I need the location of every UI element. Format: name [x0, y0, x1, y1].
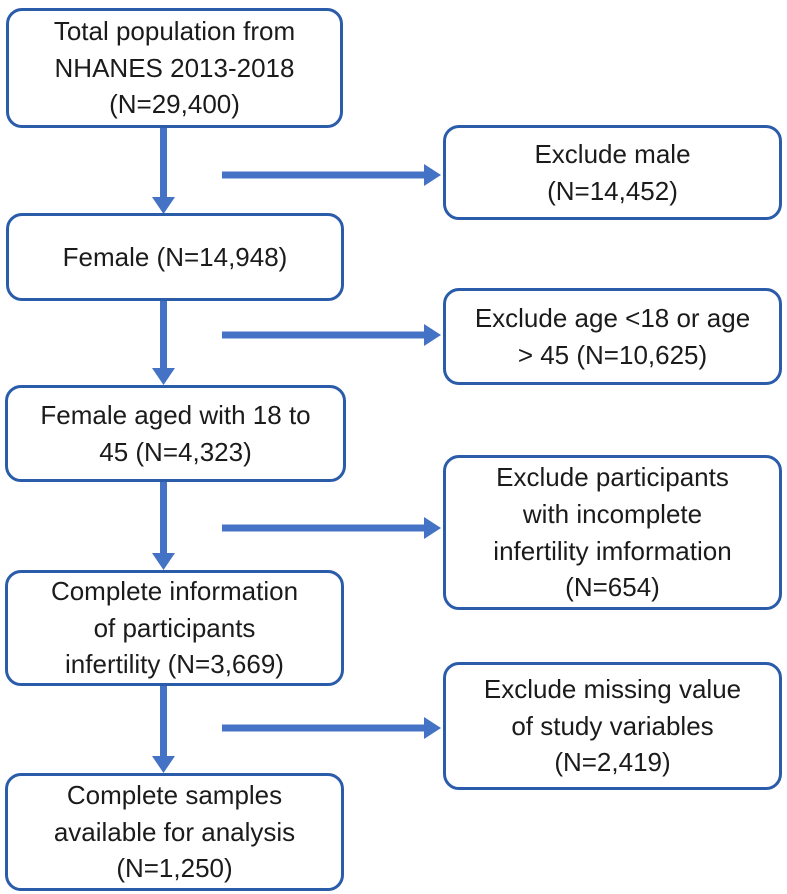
flow-box-complete-samples: Complete samples available for analysis … — [5, 773, 344, 891]
flow-box-exclude-male: Exclude male (N=14,452) — [443, 125, 782, 220]
arrow-down-1 — [152, 128, 175, 214]
arrow-down-4 — [152, 686, 175, 773]
arrow-right-4 — [222, 717, 441, 739]
flow-box-total-population: Total population from NHANES 2013-2018 (… — [6, 8, 343, 128]
flow-box-label: Total population from NHANES 2013-2018 (… — [53, 15, 296, 120]
arrow-right-3 — [222, 517, 441, 539]
flow-box-label: Exclude male (N=14,452) — [534, 138, 691, 206]
flow-box-exclude-age: Exclude age <18 or age > 45 (N=10,625) — [443, 288, 782, 385]
arrow-right-1 — [222, 164, 441, 186]
flow-box-female: Female (N=14,948) — [6, 213, 344, 301]
flow-box-complete-infertility-info: Complete information of participants inf… — [5, 570, 344, 686]
arrow-right-2 — [222, 324, 441, 346]
flow-box-label: Female (N=14,948) — [62, 241, 288, 272]
flow-box-female-aged-18-45: Female aged with 18 to 45 (N=4,323) — [5, 385, 346, 482]
flow-box-label: Exclude missing value of study variables… — [483, 673, 742, 778]
flow-box-label: Complete samples available for analysis … — [53, 779, 296, 884]
flow-box-exclude-missing-values: Exclude missing value of study variables… — [443, 662, 782, 790]
flow-box-exclude-incomplete-info: Exclude participants with incomplete inf… — [443, 455, 782, 610]
flow-box-label: Exclude age <18 or age > 45 (N=10,625) — [474, 302, 751, 370]
arrow-down-3 — [152, 482, 175, 570]
flow-box-label: Complete information of participants inf… — [50, 575, 299, 680]
flow-box-label: Female aged with 18 to 45 (N=4,323) — [40, 399, 311, 467]
flow-box-label: Exclude participants with incomplete inf… — [493, 461, 732, 603]
arrow-down-2 — [152, 301, 175, 385]
